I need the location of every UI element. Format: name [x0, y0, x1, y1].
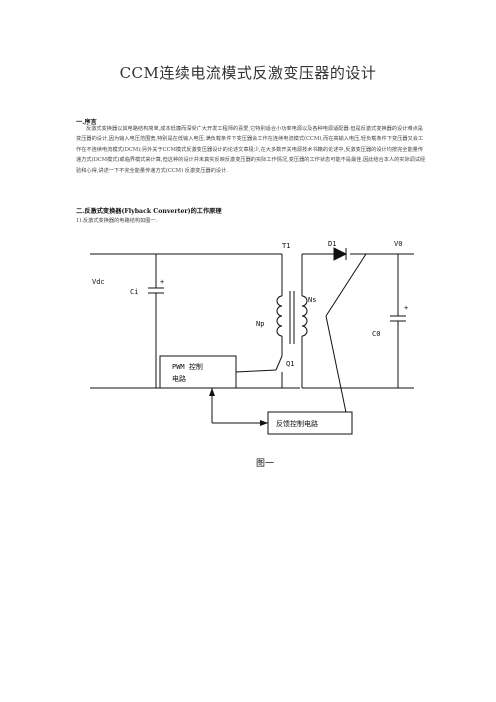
- label-q1: Q1: [286, 360, 294, 368]
- figure-caption: 图一: [256, 458, 274, 469]
- document-title: CCM连续电流模式反激变压器的设计: [119, 64, 377, 82]
- label-ns: Ns: [308, 296, 316, 304]
- label-t1: T1: [282, 242, 290, 250]
- plus-c0: +: [404, 304, 408, 312]
- label-c0: C0: [372, 330, 380, 338]
- feedback-label: 反馈控制电路: [276, 419, 318, 428]
- label-np: Np: [256, 320, 264, 328]
- section-heading-principle: 二.反激式变换器(Flyback Converter)的工作原理: [76, 208, 222, 215]
- plus-ci: +: [160, 278, 164, 286]
- preface-paragraph: 反激式变换器以其电路结构简单,成本低廉而深受广大开发工程师的喜爱,它特别适合小功…: [76, 126, 426, 174]
- circuit-intro-line: 1).反激式变换器的电路结构如图一.: [76, 218, 158, 224]
- label-vdc: Vdc: [92, 278, 105, 286]
- label-d1: D1: [328, 240, 336, 248]
- pwm-label-line1: PWM 控制: [172, 362, 203, 371]
- label-v0: V0: [394, 240, 402, 248]
- section-heading-preface: 一.序言: [76, 119, 97, 126]
- label-ci: Ci: [130, 288, 138, 296]
- flyback-circuit-diagram: Vdc Ci + T1 D1 V0 Np Ns C0 + Q1 PWM 控制 电…: [90, 240, 414, 469]
- pwm-label-line2: 电路: [172, 374, 186, 383]
